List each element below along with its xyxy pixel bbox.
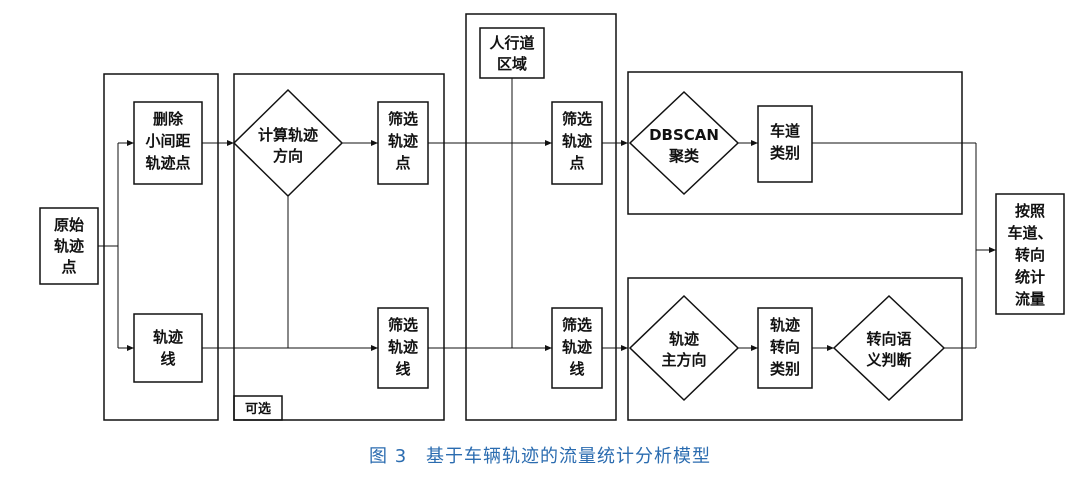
node-main-direction: 轨迹 主方向 bbox=[628, 294, 740, 402]
node-turn-category-line2: 转向 bbox=[770, 338, 800, 356]
node-count-flow-line5: 流量 bbox=[1015, 290, 1045, 308]
figure-title: 基于车辆轨迹的流量统计分析模型 bbox=[425, 446, 711, 467]
node-turn-semantics-line2: 义判断 bbox=[866, 351, 911, 369]
node-lane-category: 车道 类别 bbox=[757, 105, 813, 183]
node-turn-category: 轨迹 转向 类别 bbox=[757, 307, 813, 389]
node-dbscan-line2: 聚类 bbox=[668, 147, 700, 165]
node-filter-points-2-line2: 轨迹 bbox=[562, 132, 592, 150]
node-filter-points-1-line2: 轨迹 bbox=[388, 132, 418, 150]
node-raw-points: 原始 轨迹 点 bbox=[39, 207, 99, 285]
group-frame-direction bbox=[233, 73, 445, 421]
node-raw-points-line2: 轨迹 bbox=[54, 237, 84, 255]
node-lane-category-line2: 类别 bbox=[770, 144, 800, 162]
node-turn-category-line3: 类别 bbox=[770, 360, 800, 378]
connectors bbox=[98, 78, 996, 351]
node-filter-points-1: 筛选 轨迹 点 bbox=[377, 101, 429, 185]
node-count-flow-line2: 车道、 bbox=[1007, 224, 1052, 242]
node-trajectory-line: 轨迹 线 bbox=[133, 313, 203, 383]
node-dbscan-line1: DBSCAN bbox=[649, 126, 719, 144]
node-filter-line-2-line2: 轨迹 bbox=[562, 338, 592, 356]
node-filter-line-1: 筛选 轨迹 线 bbox=[377, 307, 429, 389]
node-filter-line-1-line3: 线 bbox=[395, 360, 410, 378]
node-crosswalk-area-line1: 人行道 bbox=[489, 34, 534, 52]
node-filter-line-2: 筛选 轨迹 线 bbox=[551, 307, 603, 389]
node-delete-points-line1: 删除 bbox=[153, 110, 184, 128]
node-count-flow: 按照 车道、 转向 统计 流量 bbox=[995, 193, 1065, 315]
group-frame-preprocess bbox=[103, 73, 219, 421]
group-frame-crosswalk bbox=[465, 13, 617, 421]
node-delete-points-line3: 轨迹点 bbox=[145, 154, 190, 172]
node-lane-category-line1: 车道 bbox=[770, 122, 800, 140]
node-calc-direction-line1: 计算轨迹 bbox=[258, 126, 318, 144]
optional-tag-frame bbox=[233, 395, 283, 421]
node-filter-line-1-line1: 筛选 bbox=[388, 316, 418, 334]
node-count-flow-line3: 转向 bbox=[1015, 246, 1045, 264]
node-filter-points-2-line1: 筛选 bbox=[562, 110, 592, 128]
node-turn-category-line1: 轨迹 bbox=[770, 316, 800, 334]
node-dbscan: DBSCAN 聚类 bbox=[628, 90, 740, 196]
node-filter-line-1-line2: 轨迹 bbox=[388, 338, 418, 356]
node-raw-points-line1: 原始 bbox=[54, 216, 84, 234]
figure-number: 图 3 bbox=[369, 446, 408, 467]
node-calc-direction: 计算轨迹 方向 bbox=[232, 88, 344, 198]
node-delete-points: 删除 小间距 轨迹点 bbox=[133, 101, 203, 185]
node-turn-semantics: 转向语 义判断 bbox=[832, 294, 946, 402]
node-filter-points-1-line3: 点 bbox=[395, 154, 410, 172]
node-filter-points-1-line1: 筛选 bbox=[388, 110, 418, 128]
node-delete-points-line2: 小间距 bbox=[145, 132, 190, 150]
node-filter-points-2: 筛选 轨迹 点 bbox=[551, 101, 603, 185]
group-frame-turn bbox=[627, 277, 963, 421]
node-trajectory-line-line2: 线 bbox=[160, 350, 175, 368]
node-filter-points-2-line3: 点 bbox=[569, 154, 584, 172]
node-calc-direction-line2: 方向 bbox=[273, 147, 303, 165]
node-turn-semantics-line1: 转向语 bbox=[866, 330, 911, 348]
node-crosswalk-area-line2: 区域 bbox=[497, 55, 527, 73]
flow-diagram: 可选 原始 轨迹 点 删除 小间距 轨迹点 bbox=[39, 13, 1065, 421]
figure-caption: 图 3 基于车辆轨迹的流量统计分析模型 bbox=[0, 442, 1080, 468]
node-trajectory-line-line1: 轨迹 bbox=[153, 328, 183, 346]
node-filter-line-2-line1: 筛选 bbox=[562, 316, 592, 334]
node-main-direction-line1: 轨迹 bbox=[669, 330, 699, 348]
node-filter-line-2-line3: 线 bbox=[569, 360, 584, 378]
node-count-flow-line1: 按照 bbox=[1015, 202, 1045, 220]
node-count-flow-line4: 统计 bbox=[1015, 268, 1045, 286]
node-crosswalk-area: 人行道 区域 bbox=[479, 27, 545, 79]
node-raw-points-line3: 点 bbox=[61, 258, 76, 276]
node-main-direction-line2: 主方向 bbox=[661, 351, 706, 369]
optional-label: 可选 bbox=[245, 401, 271, 417]
